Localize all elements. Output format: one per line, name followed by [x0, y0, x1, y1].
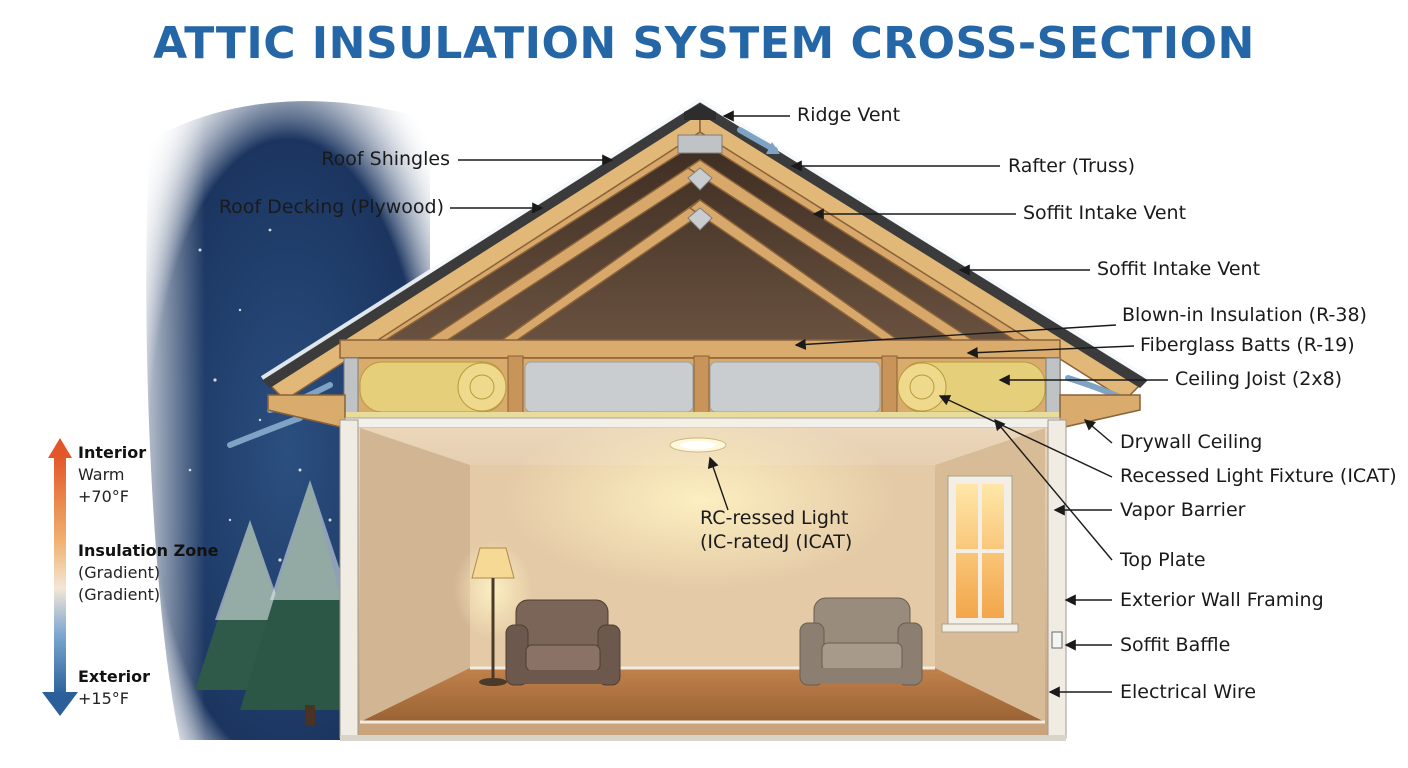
recessed-light-note-line2: (IC-ratedJ (ICAT): [700, 531, 853, 553]
label-top-plate: Top Plate: [1120, 549, 1206, 571]
electrical-outlet: [1051, 631, 1063, 649]
legend-interior-temp: +70°F: [78, 487, 129, 506]
legend-interior: Interior Warm +70°F: [78, 442, 146, 508]
window-icon: [941, 475, 1019, 633]
label-blown-in-insulation: Blown-in Insulation (R-38): [1122, 304, 1367, 326]
label-vapor-barrier: Vapor Barrier: [1120, 499, 1246, 521]
legend-interior-state: Warm: [78, 465, 125, 484]
label-ceiling-joist: Ceiling Joist (2x8): [1175, 368, 1343, 390]
leader-lines: [450, 110, 1168, 698]
armchair-icon: [505, 599, 621, 686]
label-electrical-wire: Electrical Wire: [1120, 681, 1257, 703]
thermometer-arrow-icon: [42, 438, 78, 716]
label-soffit-baffle: Soffit Baffle: [1120, 634, 1231, 656]
armchair-icon: [799, 597, 923, 686]
legend-zone-line1: (Gradient): [78, 563, 161, 582]
label-fiberglass-batts: Fiberglass Batts (R-19): [1140, 334, 1355, 356]
label-drywall-ceiling: Drywall Ceiling: [1120, 431, 1263, 453]
label-roof-shingles: Roof Shingles: [321, 148, 450, 170]
ridge-vent: [677, 104, 723, 231]
legend-zone-line2: (Gradient): [78, 585, 161, 604]
label-soffit-intake-vent-lower: Soffit Intake Vent: [1097, 258, 1261, 280]
label-roof-decking: Roof Decking (Plywood): [218, 196, 444, 218]
legend-exterior-title: Exterior: [78, 667, 151, 686]
page-title: ATTIC INSULATION SYSTEM CROSS-SECTION: [153, 18, 1255, 69]
legend-exterior-temp: +15°F: [78, 689, 129, 708]
label-exterior-wall-framing: Exterior Wall Framing: [1120, 589, 1324, 611]
label-rafter-truss: Rafter (Truss): [1008, 155, 1136, 177]
legend-interior-title: Interior: [78, 443, 147, 462]
insulation-layer: [343, 355, 1061, 418]
recessed-light-fixture: [669, 437, 727, 453]
legend-zone-title: Insulation Zone: [78, 541, 219, 560]
ceiling-joist: [339, 339, 1061, 359]
label-ridge-vent: Ridge Vent: [797, 104, 901, 126]
legend-insulation-zone: Insulation Zone (Gradient) (Gradient): [78, 540, 218, 606]
label-soffit-intake-vent-upper: Soffit Intake Vent: [1023, 202, 1187, 224]
recessed-light-note-line1: RC-ressed Light: [700, 507, 849, 529]
label-recessed-light-fixture: Recessed Light Fixture (ICAT): [1120, 465, 1397, 487]
blown-in-insulation: [524, 361, 694, 413]
label-recessed-light-note: RC-ressed Light (IC-ratedJ (ICAT): [700, 506, 900, 554]
floor-lamp-icon: [453, 540, 533, 686]
pine-tree-icon: [195, 480, 370, 725]
legend-exterior: Exterior +15°F: [78, 666, 150, 710]
